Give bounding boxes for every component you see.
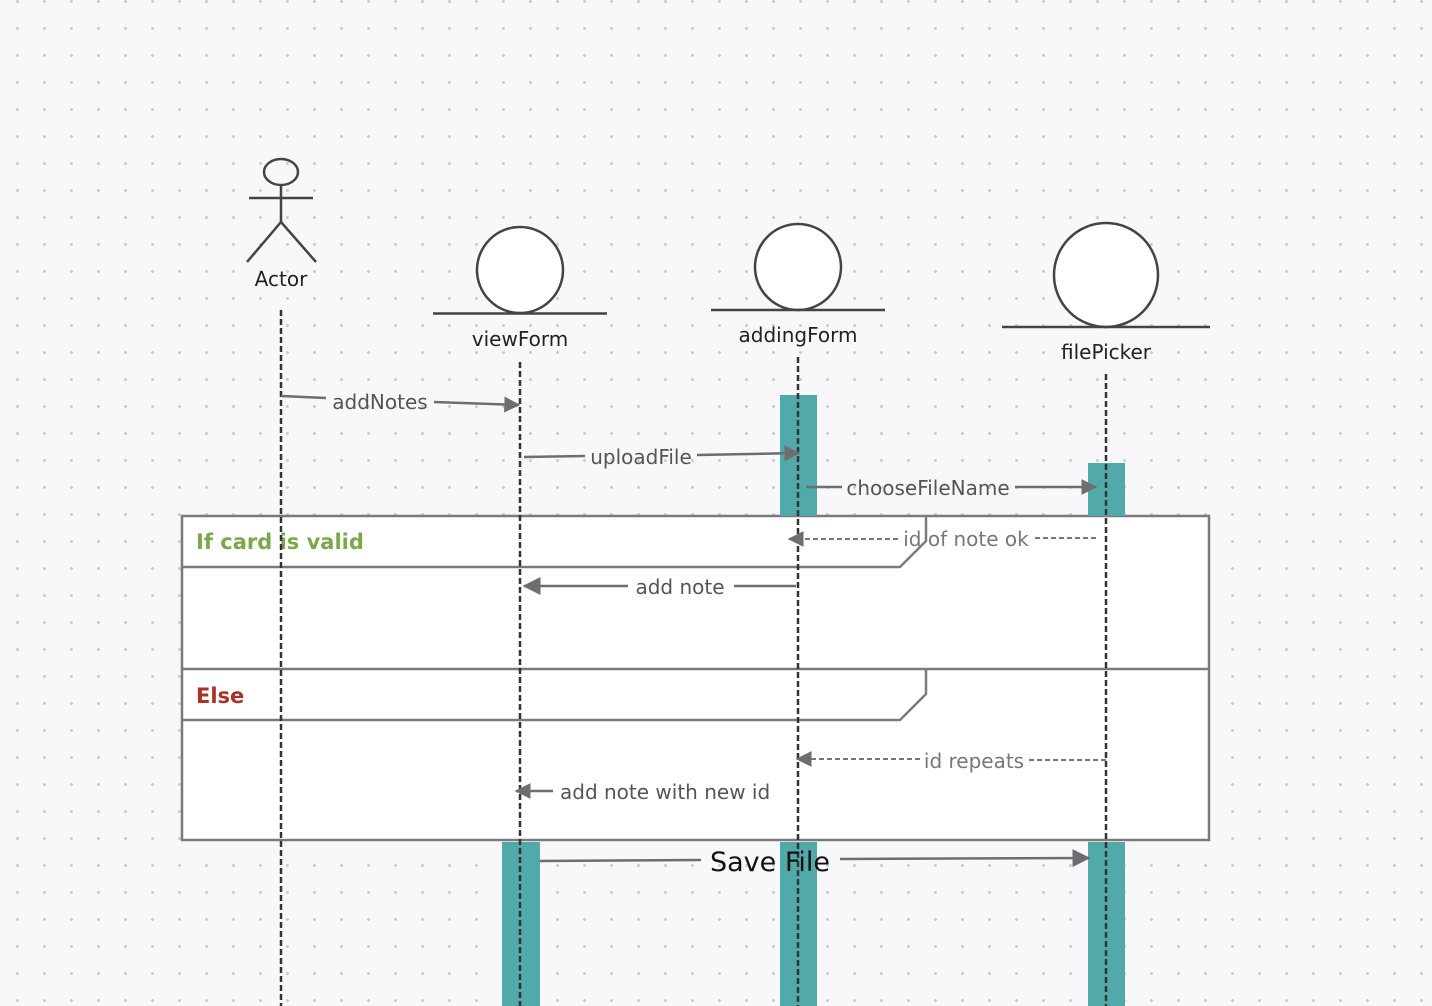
return-message-id-of-note-ok[interactable]: id of note ok [787, 527, 1096, 551]
participant-filePicker[interactable]: filePicker [1002, 221, 1210, 364]
message-label: addNotes [332, 390, 427, 414]
guard-valid-label: If card is valid [196, 530, 364, 554]
entity-icon [1002, 221, 1210, 329]
message-label: id of note ok [903, 527, 1029, 551]
message-label: add note with new id [560, 780, 770, 804]
message-label: uploadFile [590, 445, 692, 469]
return-message-id-repeats[interactable]: id repeats [795, 749, 1106, 773]
guard-tab-else [182, 669, 928, 722]
stick-figure-icon [246, 157, 317, 263]
message-label: Save File [710, 847, 830, 878]
activation-filePicker-1[interactable] [1088, 463, 1125, 516]
message-addNotes[interactable]: addNotes [280, 390, 521, 414]
message-add-note[interactable]: add note [522, 575, 796, 599]
participant-viewForm[interactable]: viewForm [433, 225, 607, 351]
entity-icon [433, 225, 607, 315]
message-label: chooseFileName [846, 476, 1009, 500]
message-chooseFileName[interactable]: chooseFileName [806, 476, 1098, 500]
alt-fragment[interactable]: If card is valid Else [180, 514, 1211, 842]
message-label: id repeats [924, 749, 1024, 773]
message-save-file[interactable]: Save File [539, 847, 1091, 878]
message-label: add note [635, 575, 724, 599]
participant-label-viewForm: viewForm [472, 327, 568, 351]
message-add-note-with-new-id[interactable]: add note with new id [514, 780, 770, 804]
actor-label: Actor [255, 267, 308, 291]
actor-participant[interactable]: Actor [246, 157, 317, 291]
participant-addingForm[interactable]: addingForm [711, 222, 885, 347]
message-uploadFile[interactable]: uploadFile [523, 445, 801, 469]
participant-label-addingForm: addingForm [739, 323, 858, 347]
participant-label-filePicker: filePicker [1061, 340, 1152, 364]
guard-tab-valid [182, 516, 928, 569]
guard-else-label: Else [196, 684, 244, 708]
entity-icon [711, 222, 885, 312]
